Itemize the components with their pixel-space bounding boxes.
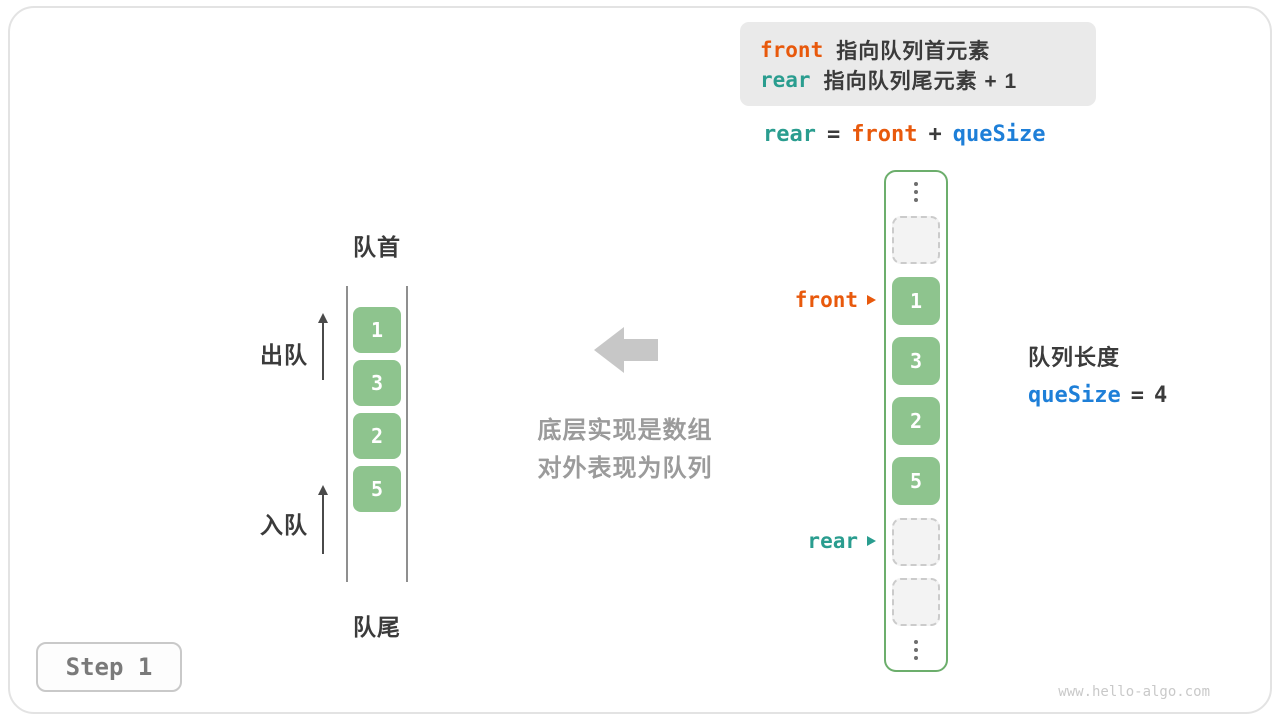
- rear-description: 指向队列尾元素 + 1: [823, 70, 1018, 93]
- array-cell: 5: [892, 457, 940, 506]
- formula-equals: =: [826, 121, 841, 147]
- array-cell: 1: [892, 276, 940, 325]
- annotation-text: 底层实现是数组 对外表现为队列: [495, 412, 755, 488]
- rear-pointer: rear: [700, 527, 876, 555]
- legend-box: front 指向队列首元素 rear 指向队列尾元素 + 1: [740, 22, 1096, 106]
- front-pointer: front: [700, 286, 876, 314]
- front-pointer-arrow-icon: [867, 295, 876, 305]
- formula-plus: +: [928, 121, 942, 147]
- array-cell-empty: [892, 517, 940, 566]
- queue-cell: 3: [353, 360, 401, 406]
- arrow-shaft: [624, 339, 658, 361]
- legend-line-rear: rear 指向队列尾元素 + 1: [760, 65, 1076, 95]
- front-pointer-label: front: [794, 288, 858, 312]
- array-cell: 3: [892, 336, 940, 385]
- enqueue-label: 入队: [260, 512, 308, 538]
- queue-tail-label: 队尾: [353, 614, 401, 640]
- array-container: 1 3 2 5: [884, 170, 948, 672]
- formula-quesize: queSize: [952, 121, 1046, 147]
- queue-cell: 5: [353, 466, 401, 512]
- left-block-arrow-icon: [594, 327, 658, 373]
- array-cell-empty: [892, 216, 940, 265]
- front-description: 指向队列首元素: [836, 40, 991, 63]
- queue-length-code: queSize = 4: [1028, 383, 1167, 408]
- ellipsis-icon: [914, 648, 918, 652]
- queue-length-label: 队列长度: [1028, 345, 1121, 370]
- queue-rail-right: [406, 286, 408, 582]
- formula-front: front: [851, 121, 918, 147]
- watermark: www.hello-algo.com: [1058, 684, 1210, 700]
- dequeue-label: 出队: [260, 342, 308, 368]
- annotation-line-2: 对外表现为队列: [537, 455, 713, 482]
- queue-rail-left: [346, 286, 348, 582]
- enqueue-arrow-icon: [318, 485, 328, 554]
- arrow-head: [594, 327, 624, 373]
- rear-formula: rear = front + queSize: [763, 120, 1045, 148]
- front-keyword: front: [760, 38, 824, 62]
- rear-keyword: rear: [760, 68, 811, 92]
- legend-line-front: front 指向队列首元素: [760, 35, 1076, 65]
- step-label: Step 1: [65, 653, 153, 681]
- array-cell: 2: [892, 397, 940, 445]
- quesize-equals: =: [1130, 383, 1144, 408]
- annotation-line-1: 底层实现是数组: [537, 417, 713, 444]
- quesize-value: 4: [1153, 383, 1168, 408]
- queue-cell: 1: [353, 307, 401, 353]
- rear-pointer-arrow-icon: [867, 536, 876, 546]
- array-cell-empty: [892, 577, 940, 626]
- queue-head-label: 队首: [353, 234, 401, 260]
- queue-length-info: 队列长度 queSize = 4: [1028, 340, 1167, 408]
- dequeue-arrow-icon: [318, 313, 328, 380]
- rear-pointer-label: rear: [807, 529, 858, 553]
- quesize-keyword: queSize: [1028, 383, 1121, 408]
- ellipsis-icon: [914, 190, 918, 194]
- formula-rear: rear: [763, 121, 816, 147]
- step-badge: Step 1: [36, 642, 182, 692]
- queue-cell: 2: [353, 413, 401, 459]
